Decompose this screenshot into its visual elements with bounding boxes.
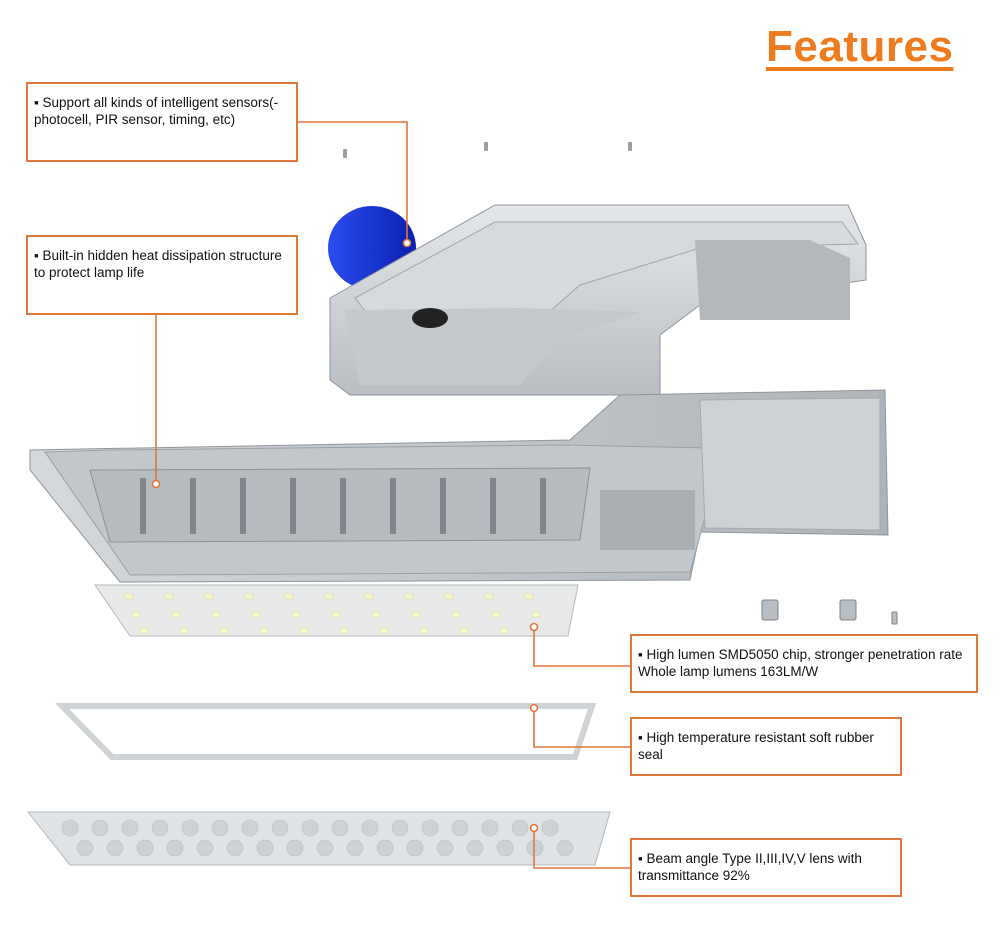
rubber-seal <box>54 703 597 760</box>
connectors <box>761 599 898 669</box>
led-board <box>94 584 579 637</box>
callout-sensors: ▪ Support all kinds of intelligent senso… <box>26 82 298 162</box>
callout-heat-dissipation: ▪ Built-in hidden heat dissipation struc… <box>26 235 298 315</box>
callout-lens: ▪ Beam angle Type II,III,IV,V lens with … <box>630 838 902 897</box>
lens-plate <box>26 811 611 866</box>
leader-lines <box>155 121 630 869</box>
page-title: Features <box>766 22 954 71</box>
callout-rubber-seal: ▪ High temperature resistant soft rubber… <box>630 717 902 776</box>
top-cover <box>328 204 867 396</box>
leader-dots <box>151 238 539 833</box>
screws-top <box>343 142 632 158</box>
main-housing <box>29 389 889 583</box>
callout-led-chip: ▪ High lumen SMD5050 chip, stronger pene… <box>630 634 978 693</box>
